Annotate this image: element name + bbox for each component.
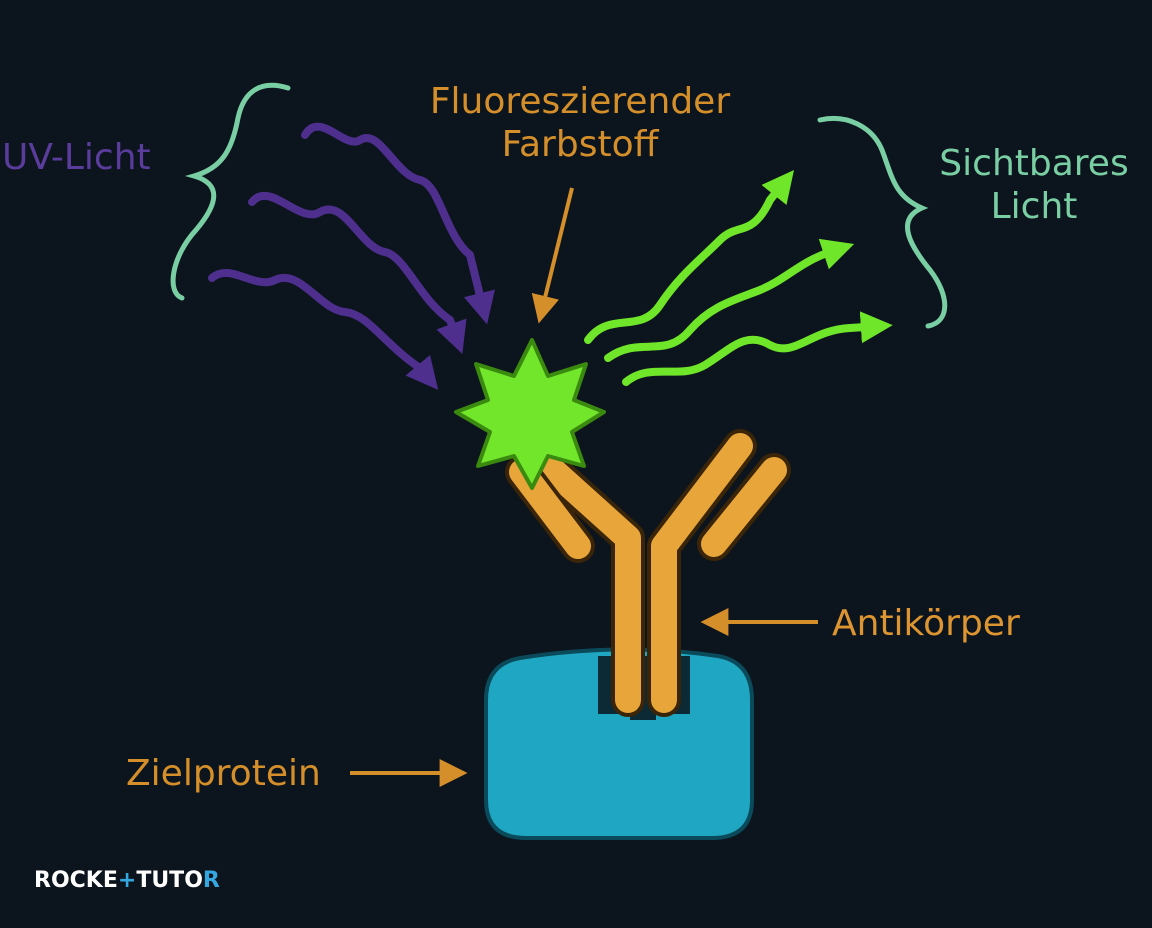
fluorescent-dye-label-line1: Fluoreszierender bbox=[429, 81, 731, 122]
logo-plus: + bbox=[117, 868, 137, 893]
fluorescent-dye-label: Fluoreszierender Farbstoff bbox=[400, 80, 760, 166]
visible-light-label-line1: Sichtbares bbox=[939, 143, 1129, 184]
visible-light-label: Sichtbares Licht bbox=[924, 142, 1144, 228]
fluorescent-dye-star bbox=[454, 338, 606, 490]
uv-wave-2 bbox=[248, 191, 467, 355]
logo-text-3: R bbox=[202, 868, 220, 893]
uv-light-label: UV-Licht bbox=[2, 137, 151, 178]
fluorescent-dye-label-line2: Farbstoff bbox=[501, 124, 659, 166]
target-protein-label: Zielprotein bbox=[126, 753, 321, 794]
visible-wave-2 bbox=[604, 238, 855, 362]
dye-pointer-arrow bbox=[531, 187, 574, 324]
logo-text-2: TUTO bbox=[136, 868, 203, 893]
uv-waves bbox=[208, 122, 495, 390]
visible-brace bbox=[817, 116, 948, 329]
uv-wave-1 bbox=[301, 122, 495, 325]
visible-wave-1 bbox=[584, 170, 794, 344]
logo-text-1: ROCKE bbox=[34, 868, 118, 893]
uv-wave-3 bbox=[208, 269, 439, 390]
uv-brace bbox=[170, 82, 291, 301]
brand-logo: ROCKE+TUTOR bbox=[34, 868, 220, 893]
antibody-label: Antikörper bbox=[832, 603, 1020, 644]
visible-waves bbox=[584, 170, 893, 386]
visible-light-label-line2: Licht bbox=[990, 186, 1078, 228]
visible-wave-3 bbox=[622, 311, 893, 386]
